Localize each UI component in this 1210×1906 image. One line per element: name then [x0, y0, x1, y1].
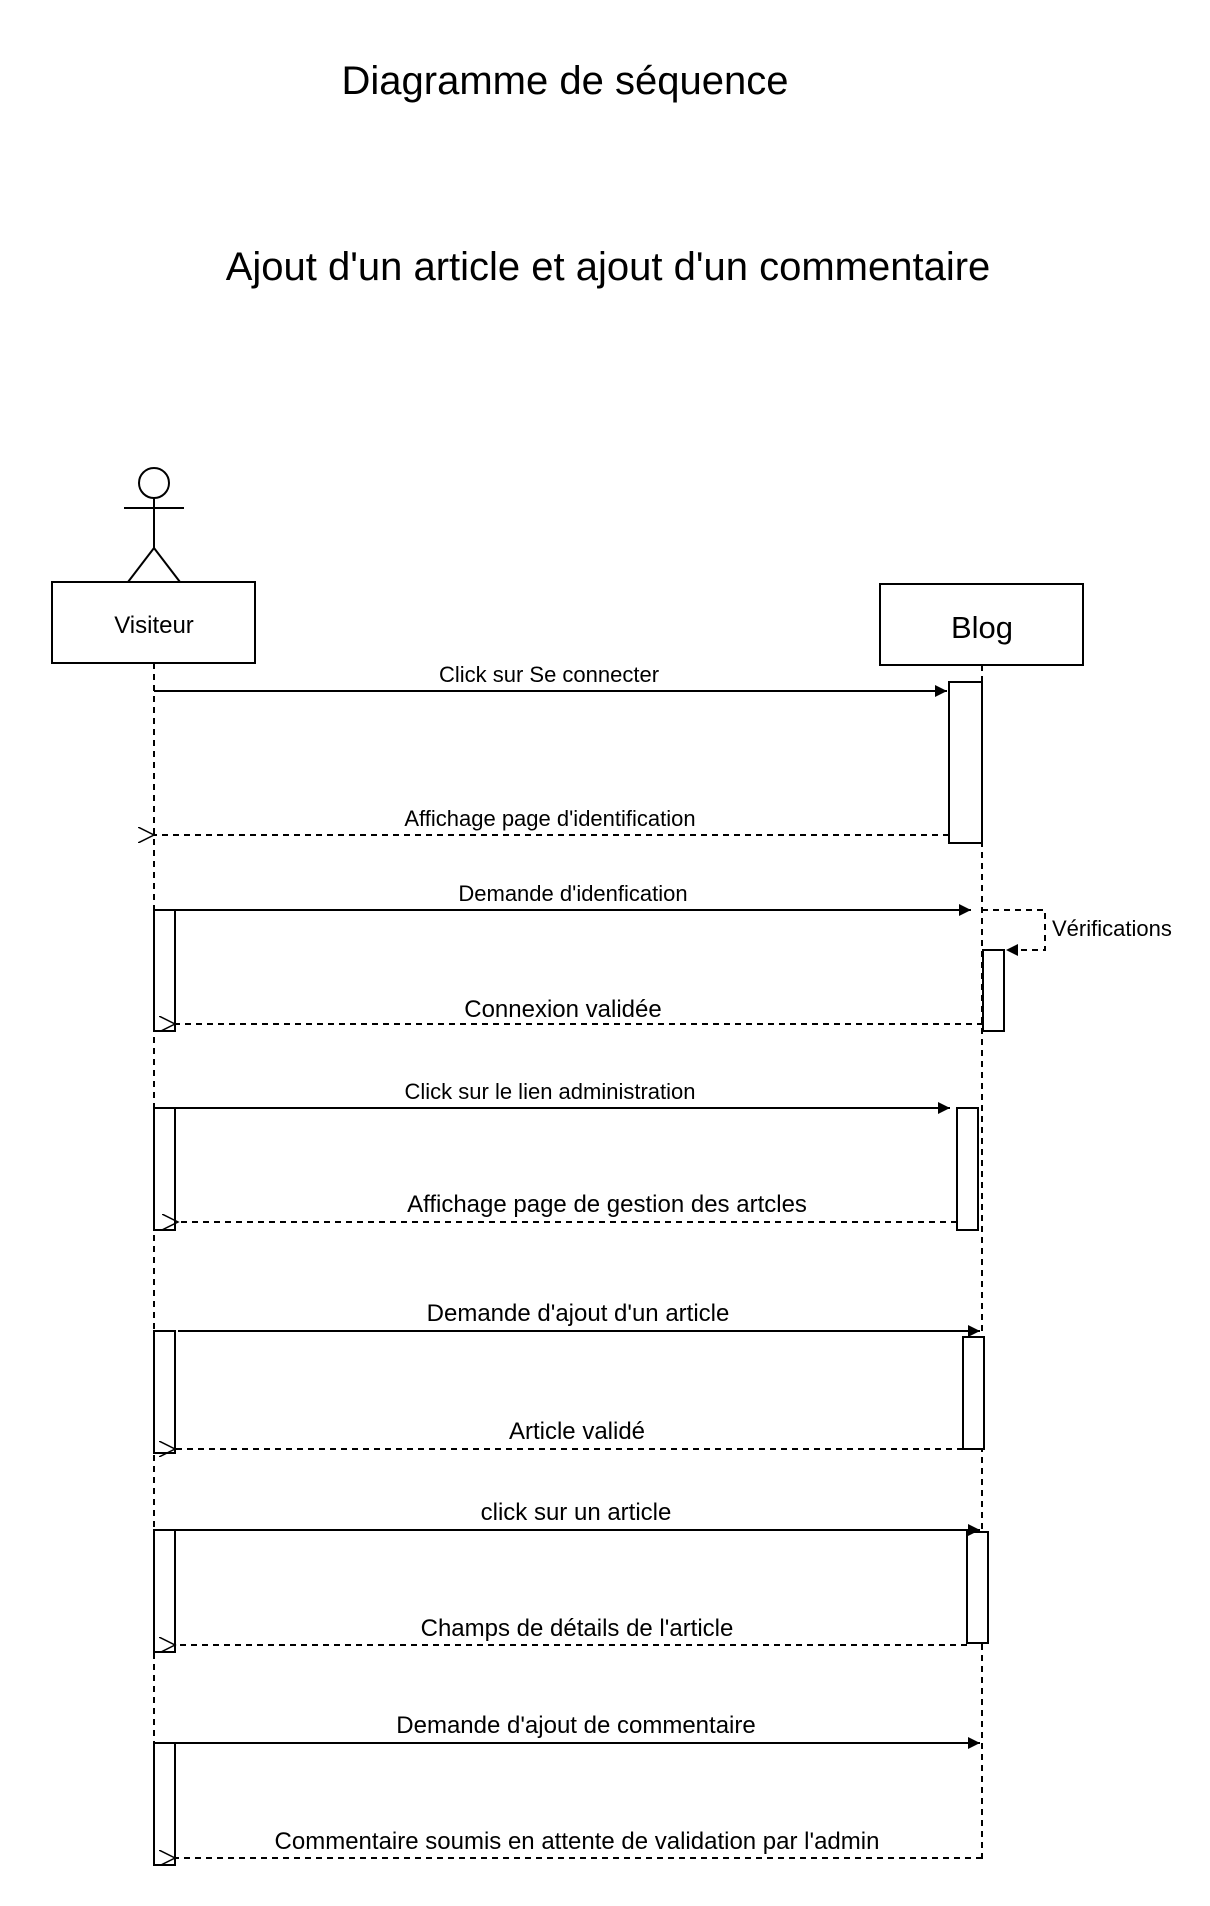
message-label: Click sur le lien administration [405, 1079, 696, 1104]
blog-activation-3 [956, 1107, 979, 1231]
message-label: Demande d'ajout de commentaire [396, 1712, 755, 1739]
message-label: click sur un article [481, 1499, 672, 1526]
self-message-arrow [982, 909, 1046, 956]
message-label: Vérifications [1052, 916, 1172, 941]
blog-activation-4 [962, 1336, 985, 1450]
visiteur-activation-4 [153, 1529, 176, 1653]
message-label: Demande d'idenfication [458, 881, 687, 906]
message-label: Demande d'ajout d'un article [427, 1300, 730, 1327]
message-label: Connexion validée [464, 996, 661, 1023]
visiteur-activation-2 [153, 1107, 176, 1231]
stick-figure-icon [124, 467, 184, 583]
message-label: Article validé [509, 1418, 645, 1445]
visiteur-label: Visiteur [114, 612, 194, 639]
blog-activation-1 [948, 681, 983, 844]
blog-activation-2 [982, 949, 1005, 1032]
message-label: Click sur Se connecter [439, 662, 659, 687]
message-label: Affichage page de gestion des artcles [407, 1191, 807, 1218]
visiteur-activation-1 [153, 909, 176, 1032]
message-label: Champs de détails de l'article [421, 1615, 734, 1642]
visiteur-activation-5 [153, 1742, 176, 1866]
blog-box [879, 583, 1084, 666]
visiteur-activation-3 [153, 1330, 176, 1454]
blog-activation-5 [966, 1531, 989, 1644]
diagram-title: Diagramme de séquence [342, 59, 789, 103]
message-label: Affichage page d'identification [404, 806, 695, 831]
blog-label: Blog [951, 610, 1013, 645]
diagram-subtitle: Ajout d'un article et ajout d'un comment… [226, 245, 991, 289]
message-label: Commentaire soumis en attente de validat… [275, 1828, 880, 1855]
visiteur-box [51, 581, 256, 664]
